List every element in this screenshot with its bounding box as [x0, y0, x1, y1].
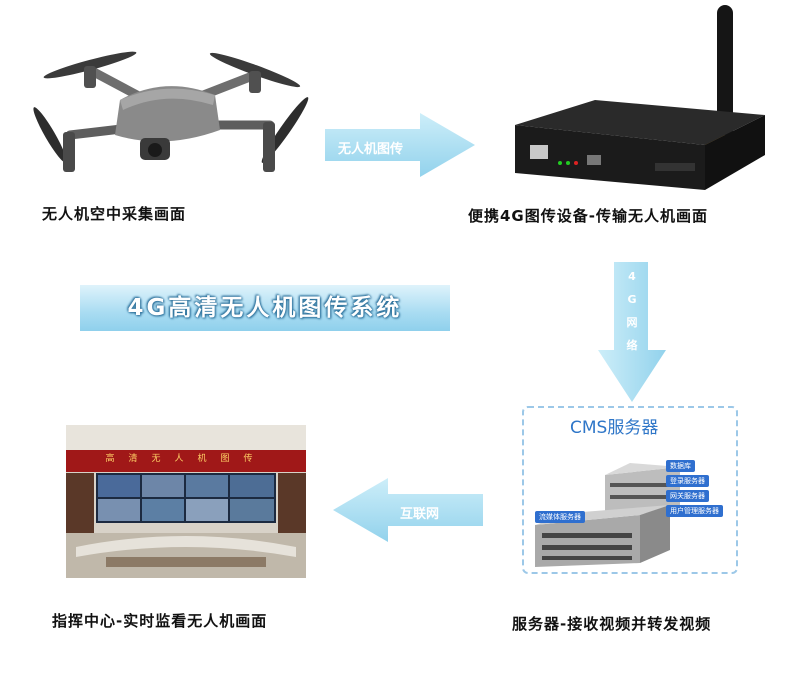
server-rack-image — [535, 463, 680, 567]
command-wall-banner: 高清无人机图传 — [105, 454, 267, 464]
server-label-gateway: 网关服务器 — [666, 490, 709, 502]
arrow-server-to-command — [333, 478, 483, 542]
system-title-banner: 4G高清无人机图传系统 — [80, 285, 450, 331]
system-title: 4G高清无人机图传系统 — [127, 295, 403, 321]
device-image — [515, 5, 765, 190]
edge-label-4g-1: 4 — [628, 270, 636, 283]
cms-server-title: CMS服务器 — [570, 418, 659, 438]
edge-label-4g-4: 络 — [626, 339, 638, 352]
edge-label-server-to-command: 互联网 — [400, 507, 440, 522]
arrow-drone-to-device — [325, 113, 475, 177]
server-label-streaming: 流媒体服务器 — [535, 511, 585, 523]
edge-label-drone-to-device: 无人机图传 — [338, 142, 404, 157]
edge-label-4g-2: G — [627, 293, 637, 306]
server-label-login: 登录服务器 — [666, 475, 709, 487]
drone-image — [33, 51, 309, 172]
command-center-image — [66, 425, 306, 578]
server-label-user-mgmt: 用户管理服务器 — [666, 505, 723, 517]
server-caption: 服务器-接收视频并转发视频 — [512, 615, 712, 633]
cms-server-box — [522, 406, 738, 574]
server-label-database: 数据库 — [666, 460, 695, 472]
edge-label-4g-3: 网 — [626, 316, 638, 329]
drone-caption: 无人机空中采集画面 — [42, 205, 187, 223]
device-caption: 便携4G图传设备-传输无人机画面 — [468, 207, 708, 225]
arrow-device-to-server — [598, 262, 666, 402]
command-caption: 指挥中心-实时监看无人机画面 — [52, 612, 268, 630]
